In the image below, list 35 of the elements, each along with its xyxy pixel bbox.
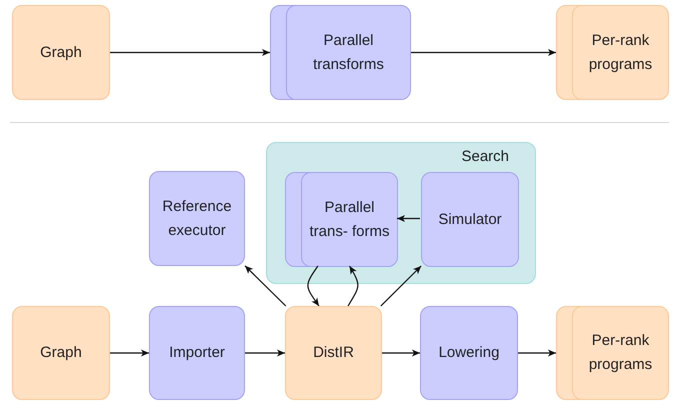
- arrow: [348, 266, 358, 306]
- node-label: Lowering: [438, 343, 500, 363]
- node-label: Per-rank programs: [588, 331, 654, 375]
- group-title: Search: [461, 148, 509, 165]
- node-label: Reference executor: [161, 196, 233, 240]
- node-label: Graph: [39, 42, 83, 62]
- arrow: [397, 215, 420, 222]
- process-box: [149, 306, 245, 400]
- node-label: Parallel trans- forms: [308, 198, 390, 242]
- process-box: [286, 5, 411, 100]
- process-box: [572, 5, 669, 100]
- process-box: [149, 171, 245, 266]
- arrow: [382, 350, 420, 356]
- process-box: [420, 306, 518, 400]
- node-label: Simulator: [437, 210, 503, 230]
- group-panel: [266, 142, 536, 284]
- node-label: DistIR: [312, 343, 355, 363]
- process-box: [301, 172, 398, 267]
- process-box: [12, 306, 110, 400]
- arrow: [110, 350, 149, 356]
- process-box: [421, 172, 519, 267]
- node-label: Per-rank programs: [588, 30, 654, 74]
- arrow: [307, 266, 320, 306]
- process-box: [12, 5, 110, 100]
- node-label: Importer: [168, 343, 226, 363]
- process-box: [572, 306, 669, 400]
- arrow: [518, 350, 556, 356]
- arrow: [380, 266, 422, 306]
- arrow: [245, 350, 285, 356]
- arrow: [110, 49, 270, 56]
- arrow: [244, 265, 286, 306]
- node-label: Graph: [39, 343, 83, 363]
- process-box: [285, 306, 382, 400]
- arrow: [411, 49, 556, 56]
- node-label: Parallel transforms: [312, 30, 385, 74]
